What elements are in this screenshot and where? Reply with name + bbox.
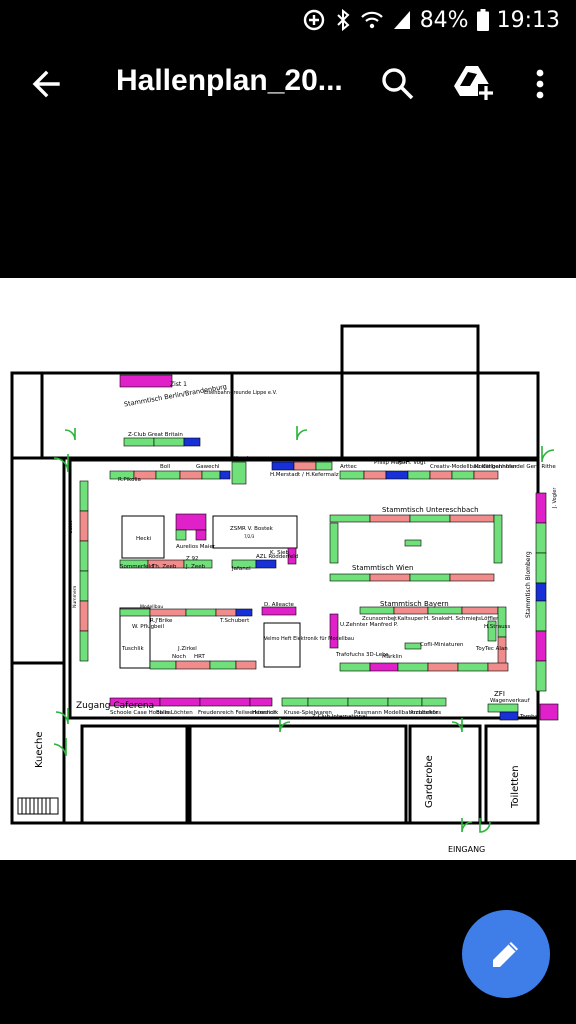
- wifi-icon: [360, 9, 384, 31]
- plan-label-z92: Z 92: [186, 556, 199, 562]
- plan-label-schoole: Schoole Case Hobbies: [110, 710, 171, 716]
- plan-label-maerklin: Märklin: [382, 654, 403, 660]
- plan-label-uzehnter: U.Zehnter Manfred P.: [340, 622, 398, 628]
- plan-label-kessler: Kessler: [234, 456, 254, 462]
- plan-label-modellbau: Modellbau: [140, 604, 163, 610]
- plan-label-velmo: Velmo Heft Elektronik für Modellbau: [264, 636, 354, 642]
- add-to-drive-button[interactable]: [454, 64, 494, 102]
- signal-icon: [392, 9, 412, 31]
- plan-label-eingang: EINGANG: [448, 845, 485, 854]
- plan-label-balls: Balls Löchten: [156, 710, 193, 716]
- plan-label-zsmr-num: 7/2/3: [244, 534, 255, 539]
- plan-label-stammtisch-wien: Stammtisch Wien: [352, 564, 413, 572]
- plan-label-freudenreich: Freudenreich Feilwerktechnik: [198, 710, 279, 716]
- plan-label-stammtisch-bayern: Stammtisch Bayern: [380, 600, 449, 608]
- status-bar: 84% 19:13: [0, 0, 576, 40]
- edit-pencil-icon: [493, 942, 518, 967]
- plan-label-jafanel: Jafanel: [231, 566, 251, 572]
- plan-label-jkaltsuper: J.Kaltsuper: [393, 616, 424, 622]
- plan-label-zist: Zist 1: [170, 381, 187, 388]
- plan-label-zsmr: ZSMR V. Bostek: [230, 526, 274, 532]
- plan-label-jzeeb: J. Zeeb: [185, 564, 206, 570]
- pdf-viewer[interactable]: Zist 1 Stammtisch Berlin/Brandenburg Eis…: [0, 278, 576, 860]
- document-title: Hallenplan_20...: [116, 64, 343, 97]
- plan-label-toiletten: Toiletten: [510, 765, 521, 809]
- back-button[interactable]: [28, 66, 64, 102]
- plan-label-zugang: Zugang Caferena: [76, 701, 154, 711]
- search-button[interactable]: [380, 66, 416, 102]
- plan-label-hrt: HRT: [194, 654, 206, 660]
- plan-label-noch: Noch: [172, 654, 187, 660]
- back-arrow-icon: [32, 70, 60, 98]
- plan-label-aurelios: Aurelios Maier: [176, 544, 216, 550]
- plan-label-rpikolia: R.Pikolia: [118, 477, 141, 483]
- plan-label-garderobe: Garderobe: [424, 755, 435, 808]
- add-circle-icon: [302, 8, 326, 32]
- plan-label-ksiebert: K. Sieb: [270, 550, 290, 556]
- drive-add-icon: [454, 66, 494, 102]
- plan-label-eisenbahnfreunde: Eisenbahn-freunde Lippe e.V.: [204, 390, 277, 396]
- plan-label-jvogler: J. Vogler: [552, 487, 558, 509]
- plan-label-philip: Philip Meyer: [374, 460, 408, 466]
- plan-label-azl: AZL Rödderfeld: [256, 554, 298, 560]
- plan-label-nummern: Nummern: [72, 585, 78, 608]
- plan-label-hschmiers: H. Schmiers: [448, 616, 481, 622]
- plan-label-zfi: ZFI: [494, 690, 505, 698]
- battery-icon: [476, 9, 489, 31]
- plan-label-hhvogt: H.-H. Vogt: [398, 460, 426, 466]
- plan-label-tomba: Tomba: [519, 714, 538, 720]
- plan-label-wpflugbeil: W. Pflugbeil: [132, 624, 164, 630]
- plan-label-dalleacte: D. Alleacte: [264, 602, 294, 608]
- app-bar: Hallenplan_20...: [0, 40, 576, 128]
- bluetooth-icon: [334, 8, 352, 32]
- plan-label-sommerfeld: Sommerfeld: [120, 564, 154, 570]
- plan-label-trafofuchs: Trafofuchs 3D-Lebs: [335, 652, 389, 658]
- plan-label-toytec: ToyTec Alan: [475, 646, 508, 652]
- plan-label-wagenverkauf: Wagenverkauf: [490, 698, 531, 704]
- edit-fab-button[interactable]: [462, 910, 550, 998]
- plan-label-jloeffler: J. Löffler: [475, 616, 499, 622]
- plan-label-kueche: Kueche: [34, 731, 45, 768]
- plan-label-hecki: Hecki: [136, 536, 152, 542]
- plan-label-stammtisch-untereschbach: Stammtisch Untereschbach: [382, 506, 479, 514]
- plan-label-boll: Boll: [160, 464, 171, 470]
- plan-label-gasse: Gasse: [68, 520, 74, 534]
- plan-label-kruse: Kruse-Spielwaren: [284, 710, 332, 716]
- plan-label-zclub-int: Z-Club International: [312, 714, 367, 720]
- plan-label-modellbahnhandel: Modellbahnhandel Gerd Rithe: [474, 464, 556, 470]
- plan-label-gawechl: Gawechl: [196, 464, 220, 470]
- more-options-button[interactable]: [530, 66, 550, 102]
- plan-label-jzirkel: J.Zirkel: [177, 646, 197, 652]
- plan-label-tschubert: T.Schubert: [219, 618, 250, 624]
- clock: 19:13: [496, 7, 560, 33]
- plan-label-zcunsomber: Zcunsomber: [362, 616, 397, 622]
- plan-label-hstrauss: H.Strauss: [484, 624, 510, 630]
- plan-label-passmann: Passmann Modellbahnzubehör: [354, 710, 439, 716]
- floor-plan: Zist 1 Stammtisch Berlin/Brandenburg Eis…: [10, 324, 559, 854]
- plan-label-thzeeb: Th. Zeeb: [151, 564, 177, 570]
- plan-label-hsnake: H. Snake: [424, 616, 449, 622]
- plan-label-stammtisch-blomberg: Stammtisch Blomberg: [525, 551, 532, 618]
- plan-label-zclub-gb: Z-Club Great Britain: [128, 432, 183, 438]
- more-vert-icon: [536, 69, 544, 99]
- plan-label-creativ: Creativ-Modellbau Klingenhöfer: [430, 464, 517, 470]
- plan-label-hanreich: Hanreich: [252, 710, 277, 716]
- plan-label-architektes: Architektes: [410, 710, 441, 716]
- plan-label-tuschlik: Tuschlik: [121, 646, 144, 652]
- search-icon: [382, 68, 414, 100]
- plan-label-cofli: Cofli-Miniaturen: [420, 642, 464, 648]
- battery-text: 84%: [419, 7, 469, 33]
- plan-label-hmerstadt: H.Merstadt / H.Kefermalz: [270, 472, 339, 478]
- plan-label-rjbrike: R.J'Brike: [150, 618, 173, 624]
- plan-label-arttec: Arttec: [340, 464, 357, 470]
